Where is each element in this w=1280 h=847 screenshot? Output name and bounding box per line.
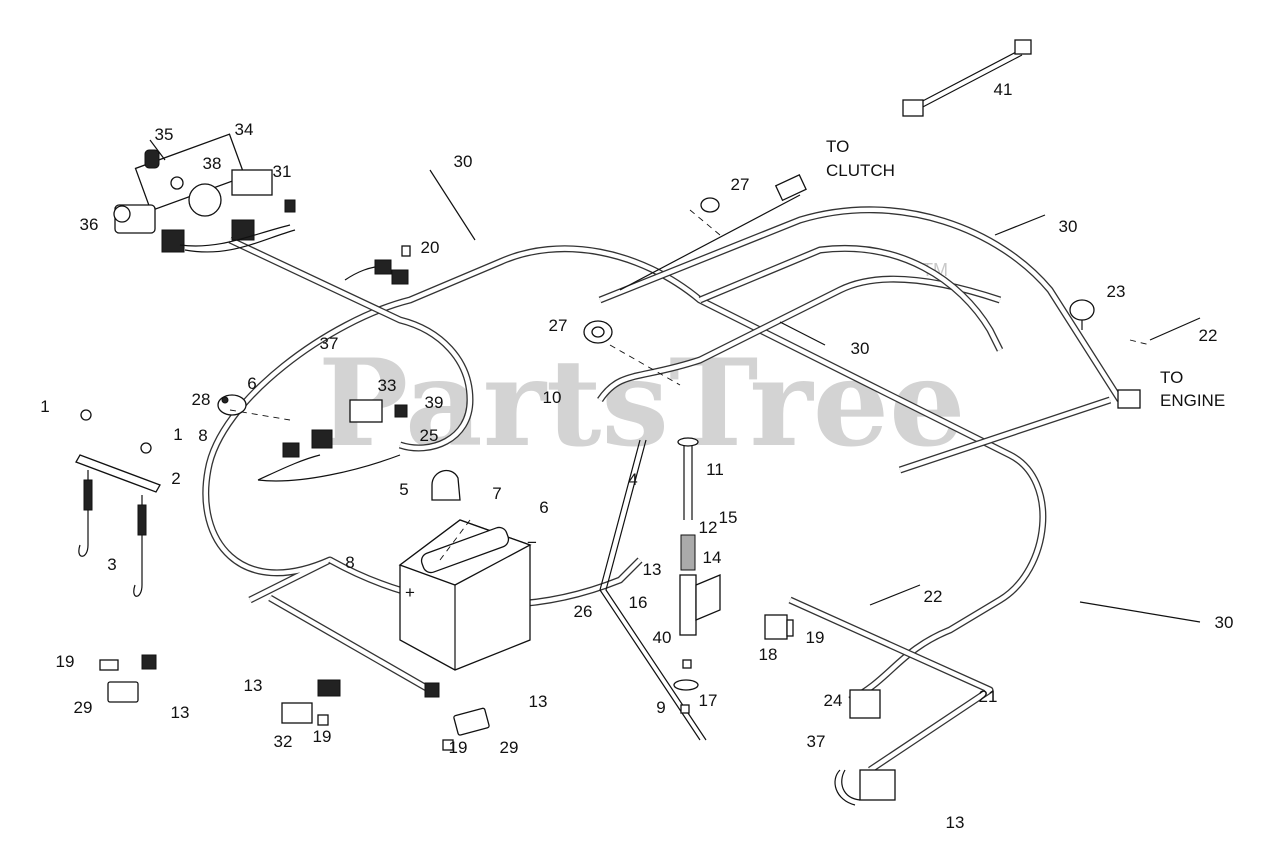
callout-c26: 26 bbox=[574, 602, 593, 621]
to-engine-line2: ENGINE bbox=[1160, 391, 1225, 410]
grommets-27 bbox=[583, 197, 720, 344]
callout-c37b: 37 bbox=[807, 732, 826, 751]
callout-c19d: 19 bbox=[806, 628, 825, 647]
callout-c30c: 30 bbox=[851, 339, 870, 358]
callout-c4: 4 bbox=[628, 470, 637, 489]
callout-c10: 10 bbox=[543, 388, 562, 407]
callout-c21: 21 bbox=[979, 687, 998, 706]
callout-c2: 2 bbox=[171, 469, 180, 488]
callout-c34: 34 bbox=[235, 120, 254, 139]
harness-41 bbox=[902, 39, 1032, 117]
to-clutch-line1: TO bbox=[826, 137, 849, 156]
cable-ties-30 bbox=[429, 169, 1201, 623]
callout-c36: 36 bbox=[80, 215, 99, 234]
callout-c13c: 13 bbox=[244, 676, 263, 695]
callout-c28: 28 bbox=[192, 390, 211, 409]
callout-c19a: 19 bbox=[56, 652, 75, 671]
callout-c9: 9 bbox=[656, 698, 665, 717]
callout-c29b: 29 bbox=[500, 738, 519, 757]
bolt-assembly bbox=[673, 437, 721, 714]
callout-c32: 32 bbox=[274, 732, 293, 751]
callout-c3: 3 bbox=[107, 555, 116, 574]
terminal-cap-5 bbox=[431, 469, 461, 501]
callout-c16: 16 bbox=[629, 593, 648, 612]
callout-c22a: 22 bbox=[1199, 326, 1218, 345]
callout-c19b: 19 bbox=[313, 727, 332, 746]
lower-switches bbox=[99, 654, 490, 751]
note-to-engine: TO ENGINE bbox=[1160, 368, 1225, 410]
switch-cluster bbox=[113, 133, 296, 253]
callout-c33: 33 bbox=[378, 376, 397, 395]
callout-c13e: 13 bbox=[946, 813, 965, 832]
callout-c30a: 30 bbox=[454, 152, 473, 171]
callout-c5: 5 bbox=[399, 480, 408, 499]
callout-c27b: 27 bbox=[549, 316, 568, 335]
part-23 bbox=[1069, 299, 1095, 330]
end-connectors bbox=[774, 173, 1141, 409]
callout-c22b: 22 bbox=[924, 587, 943, 606]
main-harness bbox=[202, 194, 1123, 773]
callout-c40: 40 bbox=[653, 628, 672, 647]
callout-c8b: 8 bbox=[345, 553, 354, 572]
callout-c13a: 13 bbox=[643, 560, 662, 579]
relay-24 bbox=[834, 689, 896, 806]
battery: + − bbox=[398, 519, 537, 671]
callout-c11: 11 bbox=[706, 460, 724, 479]
callout-c24: 24 bbox=[824, 691, 843, 710]
callout-c19c: 19 bbox=[449, 738, 468, 757]
callout-c37a: 37 bbox=[320, 334, 339, 353]
callout-c17: 17 bbox=[699, 691, 718, 710]
dashed-leaders bbox=[229, 209, 1151, 561]
svg-text:+: + bbox=[405, 583, 415, 602]
callout-c15: 15 bbox=[719, 508, 738, 527]
callout-c18: 18 bbox=[759, 645, 778, 664]
callout-c12: 12 bbox=[699, 518, 718, 537]
callout-c20: 20 bbox=[421, 238, 440, 257]
callout-c23: 23 bbox=[1107, 282, 1126, 301]
callout-c1b: 1 bbox=[173, 425, 182, 444]
callout-c6a: 6 bbox=[247, 374, 256, 393]
callout-labels: 1123456678891011121313131313141516171819… bbox=[40, 80, 1233, 832]
callout-c27a: 27 bbox=[731, 175, 750, 194]
callout-c29a: 29 bbox=[74, 698, 93, 717]
callout-c8a: 8 bbox=[198, 426, 207, 445]
callout-c7: 7 bbox=[492, 484, 501, 503]
callout-c14: 14 bbox=[703, 548, 722, 567]
connector-group-20 bbox=[344, 245, 411, 285]
svg-text:−: − bbox=[527, 533, 537, 552]
callout-c41: 41 bbox=[994, 80, 1013, 99]
callout-c30d: 30 bbox=[1215, 613, 1234, 632]
to-engine-line1: TO bbox=[1160, 368, 1183, 387]
relay-33 bbox=[257, 399, 408, 482]
callout-c13d: 13 bbox=[529, 692, 548, 711]
note-to-clutch: TO CLUTCH bbox=[826, 137, 895, 180]
fuse-holder-28 bbox=[217, 394, 247, 416]
callout-c30b: 30 bbox=[1059, 217, 1078, 236]
bracket-rods bbox=[75, 409, 161, 597]
callout-c1a: 1 bbox=[40, 397, 49, 416]
callout-c39: 39 bbox=[425, 393, 444, 412]
callout-c25: 25 bbox=[420, 426, 439, 445]
callout-c13b: 13 bbox=[171, 703, 190, 722]
callout-c38: 38 bbox=[203, 154, 222, 173]
switch-18 bbox=[764, 614, 794, 640]
to-clutch-line2: CLUTCH bbox=[826, 161, 895, 180]
callout-c31: 31 bbox=[273, 162, 292, 181]
callout-c6b: 6 bbox=[539, 498, 548, 517]
callout-c35: 35 bbox=[155, 125, 174, 144]
